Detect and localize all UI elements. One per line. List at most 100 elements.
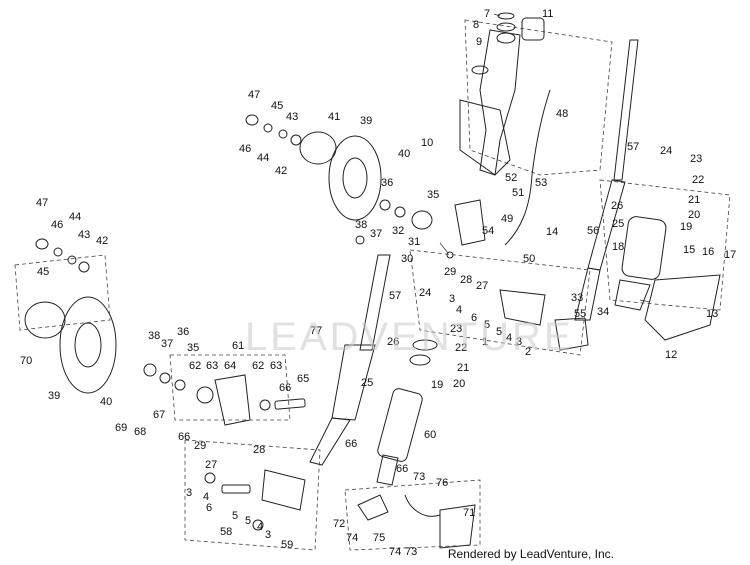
part-label: 31: [408, 236, 420, 248]
part-label: 28: [253, 444, 265, 456]
part-label: 66: [279, 382, 291, 394]
caliper-upper: [355, 199, 486, 259]
part-label: 7: [484, 8, 490, 20]
part-label: 3: [449, 293, 455, 305]
part-label: 27: [205, 459, 217, 471]
part-label: 58: [220, 526, 232, 538]
part-label: 4: [257, 521, 263, 533]
part-label: 9: [476, 36, 482, 48]
part-label: 68: [134, 426, 146, 438]
part-label: 49: [501, 213, 513, 225]
part-label: 12: [665, 349, 677, 361]
part-label: 54: [482, 225, 494, 237]
part-label: 35: [427, 189, 439, 201]
part-label: 46: [239, 143, 251, 155]
brake-cable: [504, 89, 551, 246]
part-label: 43: [78, 229, 90, 241]
part-label: 55: [574, 308, 586, 320]
part-label: 36: [177, 326, 189, 338]
part-label: 40: [100, 396, 112, 408]
part-label: 69: [115, 422, 127, 434]
part-label: 63: [270, 360, 282, 372]
part-label: 35: [187, 342, 199, 354]
part-label: 57: [627, 141, 639, 153]
part-label: 29: [194, 440, 206, 452]
part-label: 33: [571, 292, 583, 304]
part-label: 56: [587, 225, 599, 237]
part-label: 39: [360, 115, 372, 127]
part-label: 61: [232, 340, 244, 352]
leader-lines: [439, 13, 651, 303]
part-label: 5: [484, 319, 490, 331]
part-label: 8: [473, 19, 479, 31]
part-label: 27: [476, 280, 488, 292]
part-label: 21: [457, 362, 469, 374]
part-label: 73: [405, 546, 417, 558]
footer-credit: Rendered by LeadVenture, Inc.: [447, 547, 614, 561]
part-label: 6: [206, 502, 212, 514]
part-label: 3: [186, 487, 192, 499]
fork-tube-left: [309, 254, 391, 466]
watermark: LEADVENTURE: [245, 315, 574, 359]
part-label: 28: [460, 274, 472, 286]
part-label: 4: [203, 491, 209, 503]
part-label: 77: [310, 325, 322, 337]
part-label: 10: [421, 137, 433, 149]
part-label: 74: [346, 532, 358, 544]
part-label: 52: [505, 172, 517, 184]
part-label: 47: [36, 197, 48, 209]
part-label: 36: [381, 177, 393, 189]
part-label: 46: [51, 219, 63, 231]
part-label: 23: [690, 153, 702, 165]
bearing-stack-top: [496, 12, 545, 44]
hub-disc-left: [14, 238, 117, 394]
caliper-left: [143, 354, 306, 426]
part-label: 59: [281, 539, 293, 551]
hub-disc-upper: [245, 114, 382, 221]
part-label: 15: [683, 244, 695, 256]
left-shock: [376, 339, 438, 486]
part-label: 30: [401, 253, 413, 265]
part-label: 71: [463, 507, 475, 519]
frame-steering-column: [459, 19, 613, 176]
part-label: 45: [37, 266, 49, 278]
part-label: 43: [286, 111, 298, 123]
part-label: 72: [333, 518, 345, 530]
part-label: 60: [424, 429, 436, 441]
part-label: 40: [398, 148, 410, 160]
part-label: 22: [692, 174, 704, 186]
part-label: 74: [389, 546, 401, 558]
axle-arm-left: [184, 439, 321, 551]
part-label: 64: [224, 360, 236, 372]
part-label: 24: [660, 145, 672, 157]
part-label: 5: [245, 515, 251, 527]
part-label: 38: [355, 219, 367, 231]
part-label: 51: [512, 187, 524, 199]
part-label: 65: [297, 373, 309, 385]
part-label: 53: [535, 177, 547, 189]
part-label: 44: [257, 152, 269, 164]
part-label: 26: [611, 200, 623, 212]
part-label: 38: [148, 330, 160, 342]
part-label: 16: [702, 246, 714, 258]
part-label: 14: [546, 226, 558, 238]
part-label: 62: [252, 360, 264, 372]
part-label: 25: [361, 377, 373, 389]
part-label: 19: [680, 221, 692, 233]
part-label: 67: [153, 409, 165, 421]
part-label: 73: [413, 471, 425, 483]
part-label: 1: [482, 336, 488, 348]
part-label: 19: [431, 379, 443, 391]
part-label: 22: [455, 342, 467, 354]
part-label: 2: [525, 346, 531, 358]
part-label: 6: [471, 312, 477, 324]
part-label: 44: [69, 211, 81, 223]
part-label: 45: [271, 100, 283, 112]
part-label: 20: [688, 209, 700, 221]
part-label: 66: [178, 431, 190, 443]
axle-arm-right: [409, 249, 591, 356]
part-label: 3: [516, 336, 522, 348]
part-label: 5: [496, 326, 502, 338]
part-label: 57: [389, 290, 401, 302]
